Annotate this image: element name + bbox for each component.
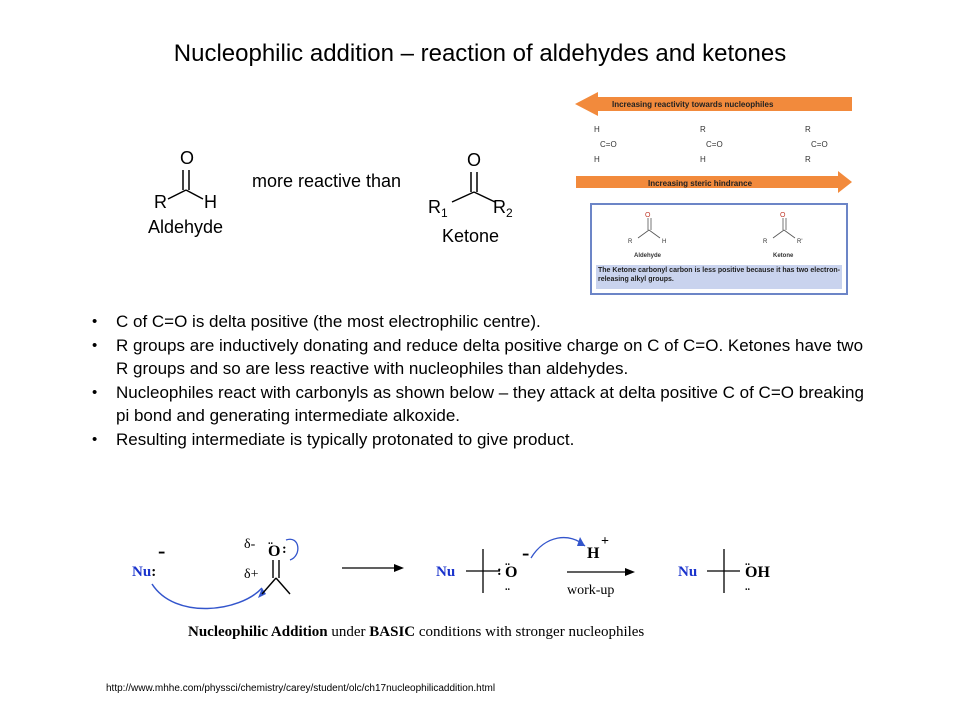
slide-title: Nucleophilic addition – reaction of alde… <box>173 40 787 67</box>
svg-text:..: .. <box>505 582 511 593</box>
svg-text:R': R' <box>797 239 802 245</box>
nucleophile-charge-1: - <box>158 538 165 563</box>
protonation-arrow <box>530 537 586 559</box>
structure-3: R C=O R <box>805 125 828 164</box>
svg-text:H: H <box>662 239 666 245</box>
structure-2: R C=O H <box>700 125 723 164</box>
aldehyde-label: Aldehyde <box>148 217 223 237</box>
note-background <box>596 265 842 289</box>
nucleophile-2: Nu <box>436 564 455 580</box>
svg-text:R: R <box>700 125 706 134</box>
mechanism-caption: Nucleophilic Addition under BASIC condit… <box>188 624 645 640</box>
svg-text::: : <box>497 564 502 579</box>
delta-plus: δ+ <box>244 567 259 582</box>
attack-arrow <box>151 583 263 610</box>
svg-text:O: O <box>780 212 786 219</box>
svg-text:R: R <box>805 125 811 134</box>
svg-text:H: H <box>594 155 600 164</box>
steric-arrow <box>576 171 852 193</box>
carbonyl-o: O <box>268 543 280 560</box>
nucleophile-3: Nu <box>678 564 697 580</box>
steric-arrow-label: Increasing steric hindrance <box>648 179 753 188</box>
source-url[interactable]: http://www.mhhe.com/physsci/chemistry/ca… <box>106 683 496 694</box>
svg-text:R: R <box>628 239 633 245</box>
delta-minus: δ- <box>244 537 256 552</box>
svg-text:H: H <box>594 125 600 134</box>
bullet-list: •C of C=O is delta positive (the most el… <box>92 310 872 451</box>
svg-text:..: .. <box>745 582 751 593</box>
svg-text:..: .. <box>505 557 511 568</box>
svg-text::: : <box>282 542 287 557</box>
bullet-item: •C of C=O is delta positive (the most el… <box>92 312 541 331</box>
pi-bond-arrow <box>285 538 299 561</box>
aldehyde-h: H <box>204 192 217 212</box>
aldehyde-o: O <box>180 148 194 168</box>
svg-text:O: O <box>645 212 651 219</box>
bullet-item: •R groups are inductively donating and r… <box>92 335 864 379</box>
svg-text:H: H <box>700 155 706 164</box>
reactivity-panel: Increasing reactivity towards nucleophil… <box>575 92 852 295</box>
ketone-r1: R1 <box>428 197 448 220</box>
aldehyde-structure: O R H Aldehyde <box>148 148 223 237</box>
svg-text:C=O: C=O <box>811 140 828 149</box>
explanation-note: The Ketone carbonyl carbon is less posit… <box>598 267 840 283</box>
ketone-label: Ketone <box>442 226 499 246</box>
aldehyde-r: R <box>154 192 167 212</box>
box-label-aldehyde: Aldehyde <box>634 253 662 259</box>
svg-text:..: .. <box>745 557 751 568</box>
workup-label: work-up <box>567 583 614 598</box>
structure-1: H C=O H <box>594 125 617 164</box>
reactivity-arrow <box>575 92 852 116</box>
proton-charge: + <box>601 534 609 549</box>
svg-text:..: .. <box>268 536 274 547</box>
bullet-item: •Resulting intermediate is typically pro… <box>92 429 575 449</box>
svg-text:C=O: C=O <box>600 140 617 149</box>
alkoxide-charge: - <box>522 540 529 565</box>
alkoxide-o: O <box>505 564 517 581</box>
svg-text:R: R <box>805 155 811 164</box>
svg-text:C=O: C=O <box>706 140 723 149</box>
svg-text:R: R <box>763 239 768 245</box>
bullet-item: •Nucleophiles react with carbonyls as sh… <box>92 382 864 426</box>
ketone-structure: O R1 R2 Ketone <box>428 150 513 246</box>
ketone-o: O <box>467 150 481 170</box>
box-label-ketone: Ketone <box>773 253 794 259</box>
mechanism-scheme: Nu: - δ- δ+ O .. : Nu O .. .. : - H + wo… <box>132 534 770 610</box>
comparison-text: more reactive than <box>252 171 401 191</box>
proton: H <box>587 545 600 562</box>
nucleophile-1: Nu: <box>132 564 156 580</box>
product-oh: OH <box>745 564 770 581</box>
ketone-r2: R2 <box>493 197 513 220</box>
reactivity-arrow-label: Increasing reactivity towards nucleophil… <box>612 100 774 109</box>
